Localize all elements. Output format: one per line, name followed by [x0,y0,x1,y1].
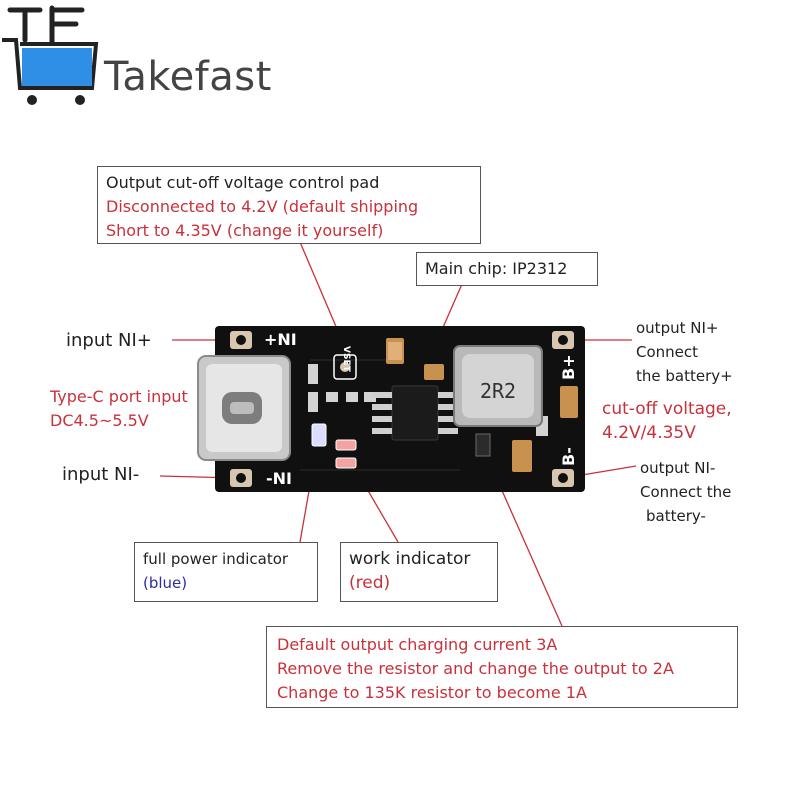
callout-work-title: work indicator [349,549,471,569]
label-out-neg-line2: Connect the [640,483,732,501]
led-blue [311,423,327,447]
callout-current-1a: Change to 135K resistor to become 1A [277,683,587,702]
label-output-neg: output NI- Connect the battery- [640,456,731,528]
callout-current-default: Default output charging current 3A [277,635,558,654]
usb-c-connector [197,355,291,461]
callout-work-indicator: work indicator (red) [340,542,498,602]
label-cutoff-line2: 4.2V/4.35V [602,423,696,443]
label-out-pos-line1: output NI+ [636,319,719,337]
vset-pad [333,354,357,380]
callout-current-2a: Remove the resistor and change the outpu… [277,659,674,678]
callout-cutoff-pad: Output cut-off voltage control pad Disco… [97,166,481,244]
label-input-neg: input NI- [62,464,140,485]
callout-cutoff-title: Output cut-off voltage control pad [106,173,380,192]
silk-minus-ni: -NI [266,469,292,488]
led-red [335,439,357,451]
label-cutoff-line1: cut-off voltage, [602,399,732,419]
label-out-pos-line2: Connect [636,343,699,361]
callout-charging-current: Default output charging current 3A Remov… [266,626,738,708]
inductor-marking: 2R2 [480,379,516,403]
silk-vset: VSET [341,346,351,373]
label-output-pos: output NI+ Connect the battery+ [636,316,733,388]
current-resistor [475,433,491,457]
callout-main-chip-text: Main chip: IP2312 [425,259,568,278]
cart-icon [2,38,99,105]
callout-full-power-color: (blue) [143,574,188,592]
inductor [453,345,543,427]
brand-name: Takefast [104,54,272,100]
pcb-board [197,326,585,492]
ic-chip [372,385,458,441]
label-input-pos: input NI+ [66,330,152,351]
callout-main-chip: Main chip: IP2312 [416,252,598,286]
callout-full-power: full power indicator (blue) [134,542,318,602]
label-out-neg-line3: battery- [646,507,706,525]
silk-plus-ni: +NI [264,330,297,349]
silk-b-plus: B+ [559,354,578,380]
silk-b-minus: B- [559,447,578,466]
callout-cutoff-default: Disconnected to 4.2V (default shipping [106,197,419,216]
logo-letters [7,5,85,45]
label-typec-line1: Type-C port input [50,387,188,406]
label-typec-line2: DC4.5~5.5V [50,411,149,430]
callout-work-color: (red) [349,573,391,593]
label-out-neg-line1: output NI- [640,459,716,477]
callout-full-power-title: full power indicator [143,550,289,568]
label-out-pos-line3: the battery+ [636,367,733,385]
callout-cutoff-short: Short to 4.35V (change it yourself) [106,221,384,240]
